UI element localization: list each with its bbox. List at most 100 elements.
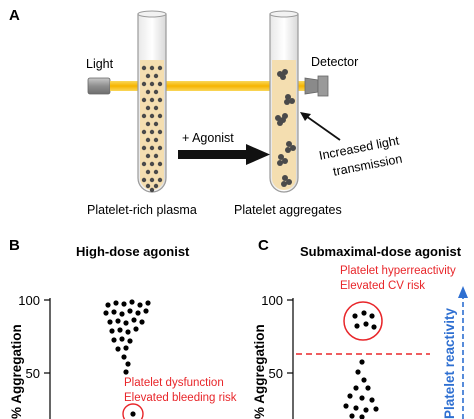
transmission-pointer-arrow — [300, 112, 341, 141]
panel-b-data-points — [103, 299, 151, 417]
data-point — [353, 405, 359, 411]
platelet-dot — [149, 113, 155, 119]
data-point — [127, 338, 133, 344]
panel-b-axes — [44, 298, 51, 419]
data-point — [123, 345, 129, 351]
platelet-dot — [157, 97, 163, 103]
platelet-dot — [149, 65, 155, 71]
platelet-dot — [145, 121, 151, 127]
data-point — [365, 385, 371, 391]
data-point — [123, 369, 129, 375]
data-point — [371, 324, 377, 330]
platelet-dot — [149, 97, 155, 103]
data-point — [137, 302, 143, 308]
data-point — [125, 329, 131, 335]
panel-b-tick-100: 100 — [18, 293, 40, 308]
panel-c-axes — [287, 298, 294, 419]
platelet-dot — [145, 73, 151, 79]
data-point — [127, 308, 133, 314]
platelet-dot — [141, 113, 147, 119]
data-point — [119, 336, 125, 342]
platelet-reactivity-label: Platelet reactivity — [442, 307, 457, 419]
platelet-dot — [145, 153, 151, 159]
platelet-dot — [145, 183, 151, 189]
data-point — [353, 385, 359, 391]
aggregate-clusters — [275, 69, 296, 187]
data-point — [369, 397, 375, 403]
panel-b-y-axis-label: % Aggregation — [9, 324, 24, 419]
data-point — [105, 302, 111, 308]
platelet-dot — [141, 129, 147, 135]
data-point — [119, 311, 125, 317]
platelet-dot — [153, 183, 159, 189]
panel-b-letter: B — [9, 237, 20, 254]
platelet-dots — [141, 65, 163, 193]
platelet-dot — [145, 169, 151, 175]
data-point — [117, 327, 123, 333]
data-point — [103, 310, 109, 316]
panel-c-data-points — [343, 310, 379, 419]
light-label: Light — [86, 57, 114, 71]
platelet-dot — [157, 129, 163, 135]
platelet-dot — [149, 129, 155, 135]
data-point — [111, 309, 117, 315]
data-point — [111, 337, 117, 343]
data-point — [129, 299, 135, 305]
data-point — [363, 407, 369, 413]
data-point — [125, 361, 131, 367]
platelet-dot — [157, 177, 163, 183]
platelet-rich-plasma-tube — [137, 10, 167, 193]
data-point — [355, 369, 361, 375]
agonist-label: + Agonist — [182, 131, 234, 145]
data-point — [354, 323, 360, 329]
data-point — [123, 320, 129, 326]
platelet-dot — [153, 73, 159, 79]
platelet-dot — [157, 113, 163, 119]
platelet-dot — [141, 161, 147, 167]
light-source-lamp — [87, 77, 111, 95]
data-point — [130, 411, 136, 417]
platelet-reactivity-arrow — [458, 286, 468, 419]
panel-b-note-line2: Elevated bleeding risk — [124, 392, 237, 404]
platelet-dot — [153, 137, 159, 143]
panel-b-note-line1: Platelet dysfunction — [124, 377, 224, 389]
detector-shape — [304, 77, 319, 95]
panel-c-note-line1: Platelet hyperreactivity — [340, 265, 456, 277]
data-point — [143, 308, 149, 314]
data-point — [373, 406, 379, 412]
light-beam — [110, 81, 308, 91]
left-tube-label: Platelet-rich plasma — [87, 203, 197, 217]
platelet-dot — [141, 177, 147, 183]
platelet-dot — [153, 153, 159, 159]
platelet-dot — [157, 145, 163, 151]
platelet-aggregates-tube — [269, 10, 299, 193]
platelet-dot — [149, 177, 155, 183]
platelet-dot — [157, 81, 163, 87]
panel-a-letter: A — [9, 7, 20, 24]
panel-c-tick-100: 100 — [261, 293, 283, 308]
data-point — [133, 326, 139, 332]
data-point — [359, 395, 365, 401]
data-point — [113, 300, 119, 306]
platelet-dot — [153, 89, 159, 95]
data-point — [369, 313, 375, 319]
data-point — [352, 313, 358, 319]
data-point — [109, 328, 115, 334]
data-point — [361, 310, 367, 316]
panel-c-tick-50: 50 — [268, 366, 283, 381]
data-point — [139, 319, 145, 325]
panel-b-title: High-dose agonist — [76, 244, 190, 259]
data-point — [347, 393, 353, 399]
platelet-dot — [153, 121, 159, 127]
panel-c-letter: C — [258, 237, 269, 254]
panel-c-note-line2: Elevated CV risk — [340, 280, 426, 292]
platelet-dot — [149, 187, 155, 193]
platelet-dot — [153, 169, 159, 175]
platelet-dot — [145, 89, 151, 95]
data-point — [359, 414, 365, 419]
data-point — [135, 310, 141, 316]
data-point — [359, 359, 365, 365]
platelet-dot — [149, 81, 155, 87]
data-point — [121, 354, 127, 360]
